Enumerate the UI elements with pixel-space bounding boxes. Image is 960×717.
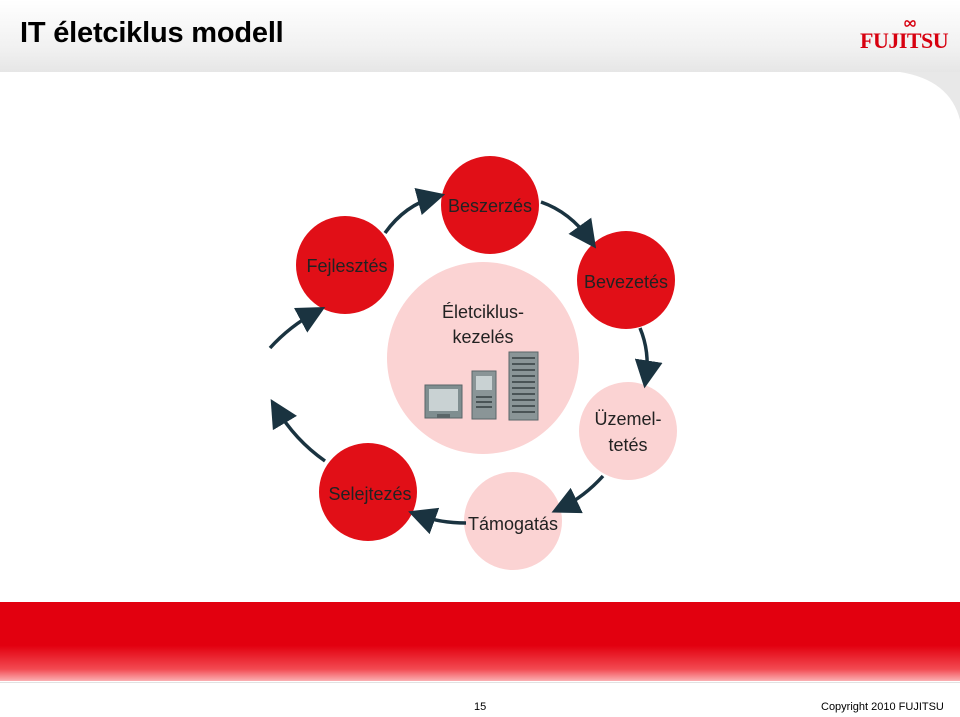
page-number: 15	[474, 701, 487, 713]
arrow-uzemeltetes-tamogatas	[551, 474, 605, 514]
center-label-line2: kezelés	[452, 327, 513, 347]
stage-bevezetes	[577, 231, 675, 329]
logo-text: FUJITSU	[860, 28, 949, 53]
stage-fejlesztes	[296, 216, 394, 314]
corner-decoration	[900, 72, 960, 120]
stage-tamogatas	[464, 472, 562, 570]
arrow-up-fejlesztes	[268, 307, 326, 350]
infinity-icon	[904, 20, 916, 27]
center-circle	[387, 262, 579, 454]
stage-beszerzes	[441, 156, 539, 254]
stage-selejtezes	[319, 443, 417, 541]
label-beszerzes: Beszerzés	[448, 196, 532, 216]
red-footer-band	[0, 602, 960, 681]
lifecycle-diagram: Életciklus- kezelés Beszerzés Fejlesztés…	[268, 72, 960, 570]
monitor-icon	[424, 384, 463, 419]
header-bar: IT életciklus modell FUJITSU	[0, 0, 960, 72]
label-fejlesztes: Fejlesztés	[306, 256, 387, 276]
label-bevezetes: Bevezetés	[584, 272, 668, 292]
label-selejtezes: Selejtezés	[328, 484, 411, 504]
label-tamogatas: Támogatás	[468, 514, 558, 534]
arrow-selejtezes-up	[270, 398, 327, 463]
fujitsu-logo: FUJITSU	[860, 20, 949, 58]
center-label-line1: Életciklus-	[442, 302, 524, 322]
label-uzemeltetes-line2: tetés	[608, 435, 647, 455]
arrow-bevezetes-uzemeltetes	[634, 327, 663, 389]
desktop-tower-icon	[471, 370, 497, 420]
server-rack-icon	[508, 351, 539, 421]
footer-divider	[0, 682, 960, 683]
arrow-beszerzes-bevezetes	[540, 200, 597, 249]
label-uzemeltetes-line1: Üzemel-	[594, 409, 661, 429]
page-title: IT életciklus modell	[20, 17, 284, 49]
arrow-fejlesztes-beszerzes	[383, 187, 446, 235]
stage-uzemeltetes	[579, 382, 677, 480]
copyright-text: Copyright 2010 FUJITSU	[821, 701, 944, 713]
arrow-tamogatas-selejtezes	[408, 507, 467, 535]
